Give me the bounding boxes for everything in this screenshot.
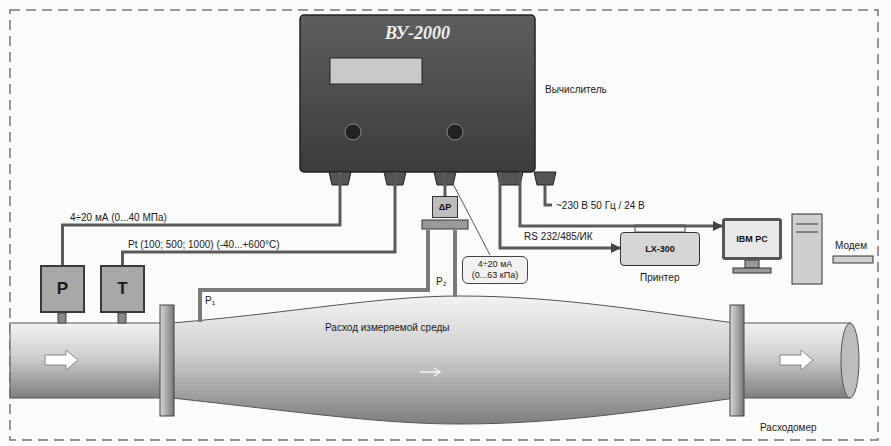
- device-caption: Модем: [835, 240, 867, 251]
- flange: [730, 305, 744, 416]
- signal-cable: [444, 172, 447, 196]
- node-text: ΔP: [439, 202, 451, 212]
- pipe-outlet: [735, 323, 850, 398]
- printer: LX-300: [620, 232, 700, 266]
- node-text: T: [117, 279, 127, 299]
- modem-device: [833, 256, 873, 263]
- drive-slot: [796, 232, 818, 233]
- power-label: ~230 В 50 Гц / 24 В: [556, 200, 645, 211]
- node-text: LX-300: [645, 244, 675, 254]
- cable-label: Pt (100; 500; 1000) (-40...+600°C): [128, 239, 280, 250]
- pc-tower: [792, 214, 822, 284]
- pressure-sensor: P: [40, 265, 85, 313]
- pressure-tap-label: P₂: [436, 276, 447, 287]
- pressure-tap-label: P₁: [205, 295, 215, 306]
- pipe-inlet: [10, 323, 174, 398]
- node-text: IBM PC: [736, 234, 768, 244]
- drive-slot: [796, 224, 818, 225]
- cable-glands: [329, 172, 556, 185]
- signal-cable: [520, 172, 722, 226]
- flow-arrow: [780, 350, 813, 370]
- display: [330, 58, 422, 84]
- unit-caption: Вычислитель: [545, 84, 607, 95]
- node-text: ВУ-2000: [385, 23, 450, 44]
- sensor-stem: [58, 313, 66, 323]
- dp-flange: [422, 220, 468, 229]
- calculator-housing: [300, 15, 535, 172]
- monitor-base: [733, 268, 771, 273]
- device-caption: Расходомер: [760, 422, 817, 433]
- dp-transmitter: ΔP: [432, 196, 458, 218]
- monitor-stand: [745, 260, 759, 268]
- calculator-unit: ВУ-2000: [300, 15, 535, 172]
- flow-arrow: [45, 350, 78, 370]
- sensor-stem: [118, 313, 126, 323]
- flowmeter-body: [172, 296, 735, 424]
- flow-label: Расход измеряемой среды: [325, 322, 450, 333]
- knob: [447, 124, 463, 140]
- cable-label: 4÷20 мА (0...40 МПа): [70, 212, 167, 223]
- temperature-sensor: T: [100, 265, 145, 313]
- flange: [160, 305, 174, 416]
- cable-label: RS 232/485/ИК: [524, 231, 593, 242]
- pipe-end: [841, 323, 859, 398]
- impulse-line-p2: [453, 230, 457, 297]
- dashed-frame: [10, 10, 878, 440]
- device-caption: Принтер: [640, 272, 679, 283]
- pc-monitor: IBM PC: [722, 218, 782, 260]
- power-cable: [545, 185, 552, 205]
- flow-arrow: [420, 368, 440, 376]
- signal-callout: 4÷20 мА (0...63 кПа): [462, 256, 528, 284]
- node-text: P: [57, 279, 68, 299]
- knob: [345, 124, 361, 140]
